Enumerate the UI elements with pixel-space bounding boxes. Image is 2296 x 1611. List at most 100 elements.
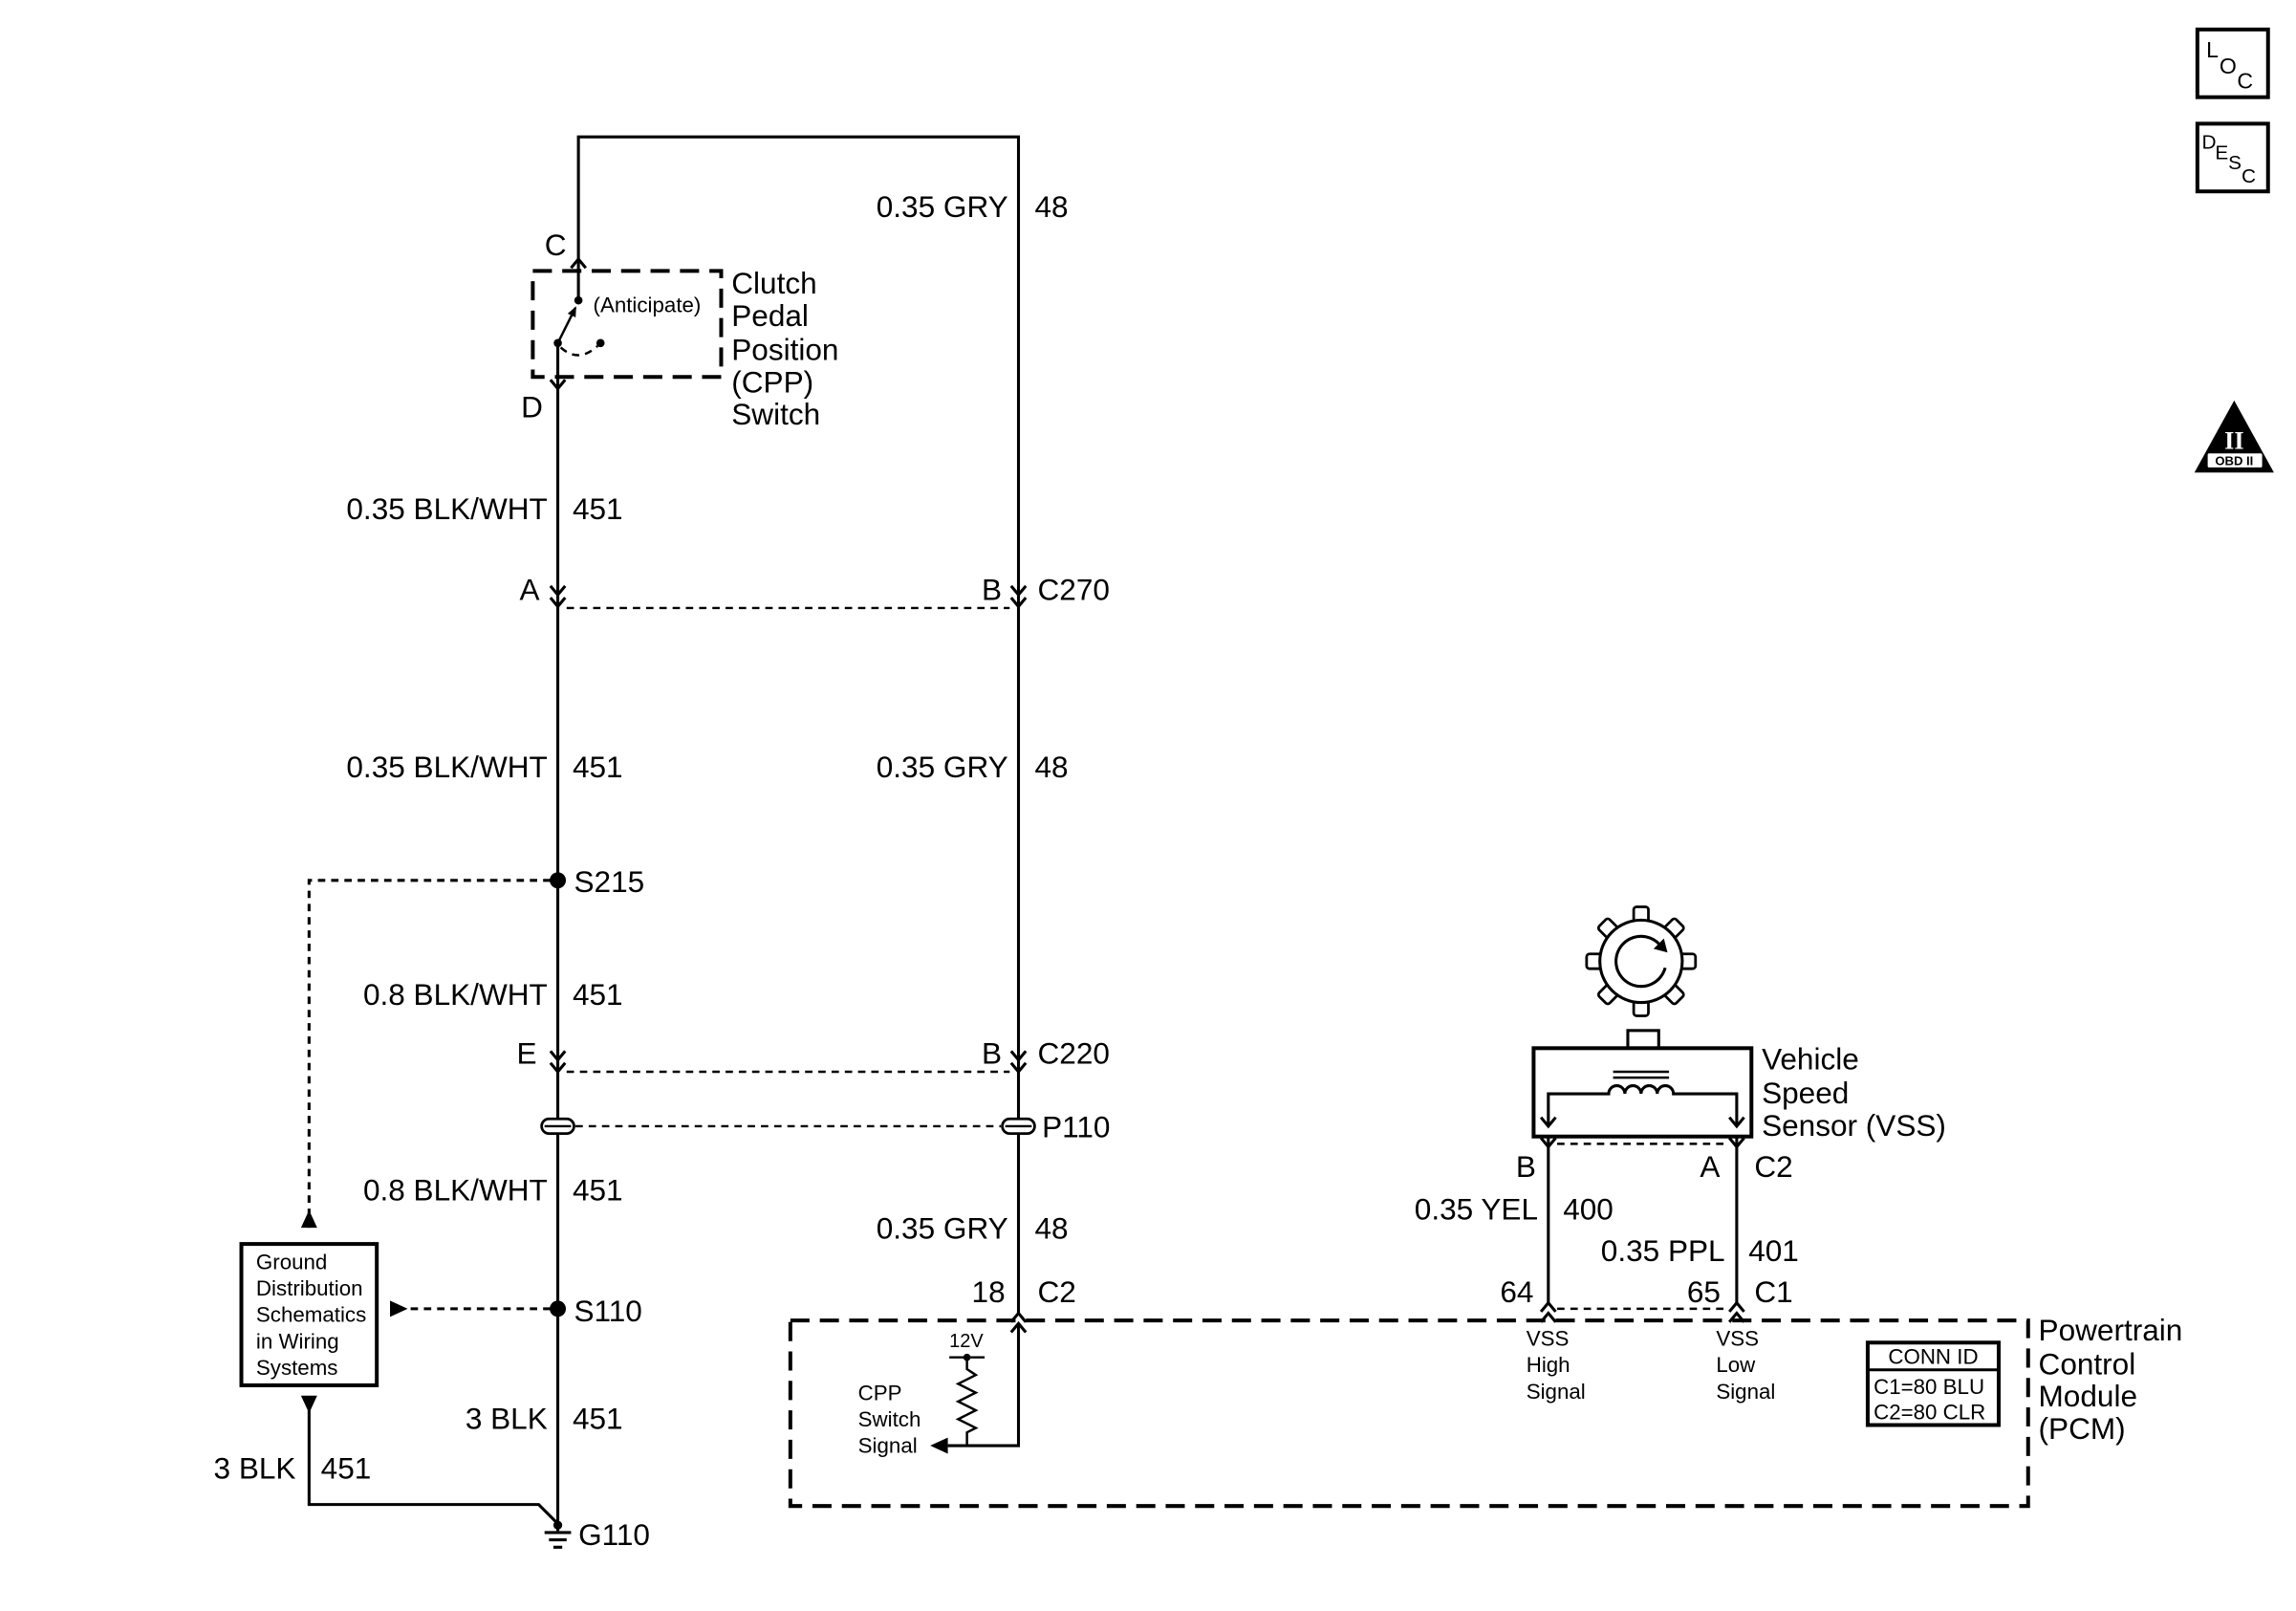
pass-through-label: P110: [1042, 1109, 1110, 1143]
connector-id-table: CONN ID C1=80 BLU C2=80 CLR: [1865, 1340, 2001, 1427]
vss-low-label: Low: [1716, 1353, 1756, 1377]
cpp-switch-name: Switch: [731, 397, 820, 431]
connector-pin-chevron: [549, 584, 567, 609]
vss-high-label: Signal: [1527, 1380, 1586, 1404]
circuit-number-label: 48: [1034, 750, 1068, 784]
connector-id-row: C2=80 CLR: [1874, 1400, 1985, 1424]
circuit-number-label: 48: [1034, 189, 1068, 224]
circuit-number-label: 401: [1748, 1233, 1799, 1268]
vss-high-label: VSS: [1527, 1326, 1570, 1350]
connector-c220: E B C220: [516, 1035, 1110, 1075]
switch-fixed-contact: [574, 295, 583, 305]
reference-text: Ground: [256, 1250, 327, 1274]
connector-pin-chevron: [1539, 1137, 1745, 1149]
wire-color-label: 3 BLK: [214, 1451, 296, 1486]
connector-pin-label: B: [982, 1035, 1002, 1070]
ground-distribution-reference: Ground Distribution Schematics in Wiring…: [239, 1242, 379, 1414]
ground-label: G110: [578, 1517, 650, 1552]
desc-icon[interactable]: D E S C: [2195, 121, 2270, 194]
arrow-right-icon: [390, 1300, 408, 1317]
loc-icon[interactable]: L O C: [2195, 27, 2270, 99]
connector-pin-label: E: [516, 1035, 536, 1070]
pcm-connector-c1: 64 65 C1: [1500, 1274, 1793, 1323]
wire-color-label: 0.35 PPL: [1601, 1233, 1725, 1268]
circuit-number-label: 400: [1563, 1192, 1614, 1227]
pcm-name: Control: [2039, 1346, 2136, 1381]
connector-id-title: CONN ID: [1888, 1345, 1978, 1369]
wire-color-label: 0.35 YEL: [1415, 1192, 1538, 1227]
splice-dot: [550, 872, 567, 889]
cpp-switch-housing: [531, 269, 724, 380]
wire-color-label: 3 BLK: [466, 1401, 548, 1435]
supply-voltage-label: 12V: [949, 1331, 984, 1352]
connector-pin-label: 18: [972, 1274, 1006, 1309]
pcm-housing: [788, 1318, 2030, 1509]
wire-color-label: 0.8 BLK/WHT: [363, 1173, 548, 1208]
arrow-up-icon: [300, 1209, 317, 1229]
powertrain-control-module: Powertrain Control Module (PCM) 12V CPP …: [788, 1313, 2182, 1509]
connector-pin-label: A: [1700, 1149, 1720, 1184]
arrow-down-icon: [300, 1395, 317, 1414]
connector-c270: A B C270: [520, 572, 1110, 610]
circuit-number-label: 451: [321, 1451, 372, 1486]
desc-icon-frame: [2195, 121, 2270, 194]
reference-text: Distribution: [256, 1276, 363, 1300]
ground-g110: G110: [544, 1517, 650, 1552]
loc-icon-letter: O: [2220, 54, 2237, 78]
cpp-input-line: [947, 1323, 1021, 1448]
vss-name: Vehicle: [1762, 1042, 1859, 1077]
connector-pin-chevron: [1009, 584, 1028, 609]
reference-text: Systems: [256, 1356, 338, 1380]
cpp-switch-name: Pedal: [731, 298, 809, 333]
switch-pin-d-label: D: [521, 390, 543, 425]
splice-dot: [550, 1300, 567, 1317]
connector-pin-label: 64: [1500, 1274, 1533, 1309]
switch-state-label: (Anticipate): [594, 293, 702, 316]
desc-icon-letter: S: [2228, 152, 2242, 174]
ground-node: [552, 1520, 563, 1530]
switch-pin-c-label: C: [545, 228, 567, 262]
cpp-switch-name: Clutch: [731, 266, 816, 300]
reluctor-gear-icon: [1585, 905, 1698, 1017]
cpp-input-label: Switch: [858, 1407, 921, 1431]
switch-blade-arrow-icon: [567, 306, 576, 317]
cpp-switch: C (Anticipate) D Clutch Pedal Position (…: [521, 228, 838, 431]
splice-s215: S215: [300, 864, 644, 1229]
coil-core: [1613, 1070, 1670, 1079]
vss-name: Sensor (VSS): [1762, 1108, 1946, 1143]
pcm-name: Module: [2039, 1379, 2137, 1413]
pcm-connector-c2: 18 C2: [972, 1274, 1076, 1334]
reference-text: in Wiring: [256, 1329, 339, 1353]
wire-circuit-48: [576, 135, 1021, 1314]
connector-id-label: C2: [1754, 1149, 1792, 1184]
splice-label: S110: [574, 1294, 642, 1328]
reference-text: Schematics: [256, 1303, 366, 1327]
circuit-number-label: 451: [573, 1401, 623, 1435]
connector-id-row: C1=80 BLU: [1874, 1375, 1984, 1399]
connector-id-label: C1: [1754, 1274, 1792, 1309]
wire-ground-branch: [307, 1410, 558, 1524]
ground-reference-leader: [307, 879, 551, 1229]
circuit-number-label: 451: [573, 1173, 623, 1208]
gear-body: [1598, 918, 1684, 1005]
circuit-number-label: 451: [573, 491, 623, 526]
wire-color-label: 0.35 GRY: [877, 750, 1008, 784]
connector-id-box: [1865, 1340, 2001, 1427]
obd-ii-icon: II OBD II: [2194, 400, 2274, 473]
vss-high-label: High: [1527, 1353, 1570, 1377]
desc-icon-letter: D: [2201, 132, 2216, 154]
switch-open-contact: [596, 338, 605, 348]
loc-icon-frame: [2195, 27, 2270, 99]
switch-travel-path: [559, 344, 598, 357]
ground-icon: [544, 1531, 572, 1549]
cpp-input-label: CPP: [858, 1381, 902, 1404]
circuit-number-label: 48: [1034, 1211, 1068, 1246]
connector-pin-chevron: [549, 1050, 567, 1075]
sensor-pin-chevron: [1539, 1116, 1745, 1129]
circuit-number-label: 451: [573, 750, 623, 784]
pass-through-p110: P110: [540, 1109, 1110, 1143]
wire-color-label: 0.8 BLK/WHT: [363, 977, 548, 1012]
wire-color-label: 0.35 GRY: [877, 189, 1008, 224]
reference-box: [239, 1242, 379, 1387]
